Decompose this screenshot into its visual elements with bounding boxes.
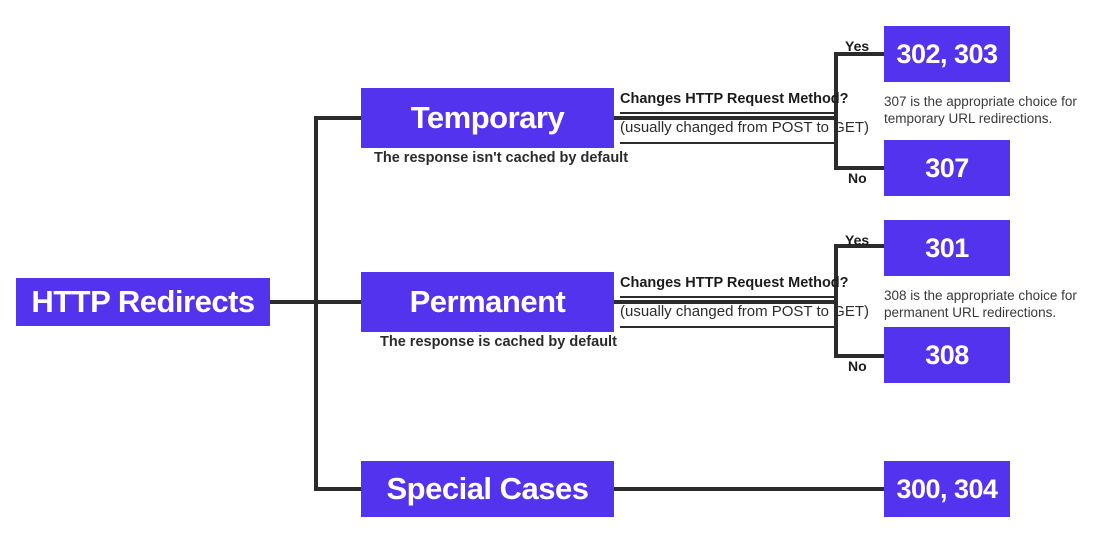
- node-special-cases[interactable]: Special Cases: [361, 461, 614, 517]
- connector-temporary-yes: [834, 52, 886, 56]
- permanent-no-label: No: [848, 358, 867, 374]
- node-code-302-303[interactable]: 302, 303: [884, 26, 1010, 82]
- connector-temporary-question-to-bracket: [614, 116, 838, 120]
- permanent-question-sub: (usually changed from POST to GET): [620, 303, 869, 320]
- node-temporary[interactable]: Temporary: [361, 88, 614, 148]
- connector-trunk-to-special: [314, 487, 363, 491]
- connector-permanent-bracket-vertical: [834, 246, 838, 358]
- connector-temporary-no: [834, 166, 886, 170]
- node-code-300-304[interactable]: 300, 304: [884, 461, 1010, 517]
- divider-line: [620, 142, 836, 144]
- connector-trunk-to-permanent: [314, 300, 363, 304]
- connector-permanent-no: [834, 354, 886, 358]
- temporary-no-label: No: [848, 170, 867, 186]
- connector-permanent-question-to-bracket: [614, 300, 838, 304]
- permanent-question-title: Changes HTTP Request Method?: [620, 275, 849, 291]
- divider-line: [620, 112, 836, 114]
- temporary-note: 307 is the appropriate choice for tempor…: [884, 94, 1077, 126]
- node-http-redirects[interactable]: HTTP Redirects: [16, 278, 270, 326]
- connector-special-to-codes: [614, 487, 886, 491]
- temporary-sublabel: The response isn't cached by default: [374, 150, 629, 166]
- node-code-301[interactable]: 301: [884, 220, 1010, 276]
- connector-temporary-bracket-vertical: [834, 54, 838, 170]
- temporary-question-sub: (usually changed from POST to GET): [620, 119, 869, 136]
- node-permanent[interactable]: Permanent: [361, 272, 614, 332]
- permanent-yes-label: Yes: [845, 232, 870, 248]
- permanent-note: 308 is the appropriate choice for perman…: [884, 288, 1077, 320]
- connector-permanent-yes: [834, 244, 886, 248]
- divider-line: [620, 326, 836, 328]
- connector-trunk-to-temporary: [314, 116, 363, 120]
- permanent-sublabel: The response is cached by default: [380, 334, 617, 350]
- connector-root-to-trunk: [270, 300, 320, 304]
- node-code-307[interactable]: 307: [884, 140, 1010, 196]
- temporary-yes-label: Yes: [845, 38, 870, 54]
- divider-line: [620, 296, 836, 298]
- node-code-308[interactable]: 308: [884, 327, 1010, 383]
- temporary-question-title: Changes HTTP Request Method?: [620, 91, 849, 107]
